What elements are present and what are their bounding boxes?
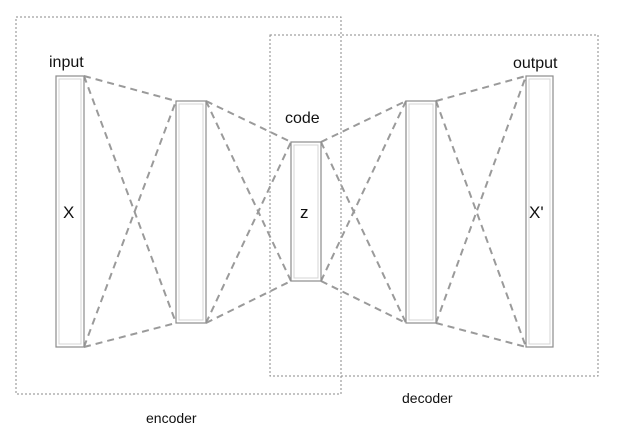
decoder-hidden-layer-bar [405,100,437,324]
x-prime-label: X' [529,203,544,222]
output-layer [525,75,554,348]
input-label: input [49,54,84,71]
encoder-hidden-layer-inner [178,103,204,321]
decoder-hidden-layer-inner [408,103,434,321]
input-layer-inner [58,78,82,345]
connection-line [205,100,292,143]
connection-line [205,280,292,324]
code-label: code [285,110,320,127]
output-label: output [513,55,558,72]
output-layer-inner [528,78,551,345]
encoder-hidden-layer-bar [175,100,207,324]
connection-line [83,75,177,324]
connection-line [320,100,407,282]
connection-line [320,100,407,143]
encoder-label: encoder [146,410,197,426]
connections-input-hidden1 [83,75,177,348]
decoder-region-box [269,34,599,377]
encoder-region-box [15,16,342,395]
code-layer-bar [290,141,322,282]
connections-hidden1-code [205,100,292,324]
decoder-label: decoder [402,390,453,406]
connection-line [435,100,527,348]
connection-line [205,141,292,324]
connection-line [83,100,177,348]
connection-line [320,280,407,324]
code-layer-inner [293,144,319,279]
code-layer [290,141,322,282]
connection-line [83,75,177,102]
z-label: z [300,203,309,222]
connection-line [83,322,177,348]
connection-line [435,75,527,102]
connection-line [320,141,407,324]
encoder-hidden-layer [175,100,207,324]
connections-code-hidden2 [320,100,407,324]
input-layer-bar [55,75,85,348]
decoder-hidden-layer [405,100,437,324]
x-label: X [63,203,74,222]
connections-hidden2-output [435,75,527,348]
connection-line [205,100,292,282]
connection-line [435,75,527,324]
input-layer [55,75,85,348]
connection-line [435,322,527,348]
output-layer-bar [525,75,554,348]
